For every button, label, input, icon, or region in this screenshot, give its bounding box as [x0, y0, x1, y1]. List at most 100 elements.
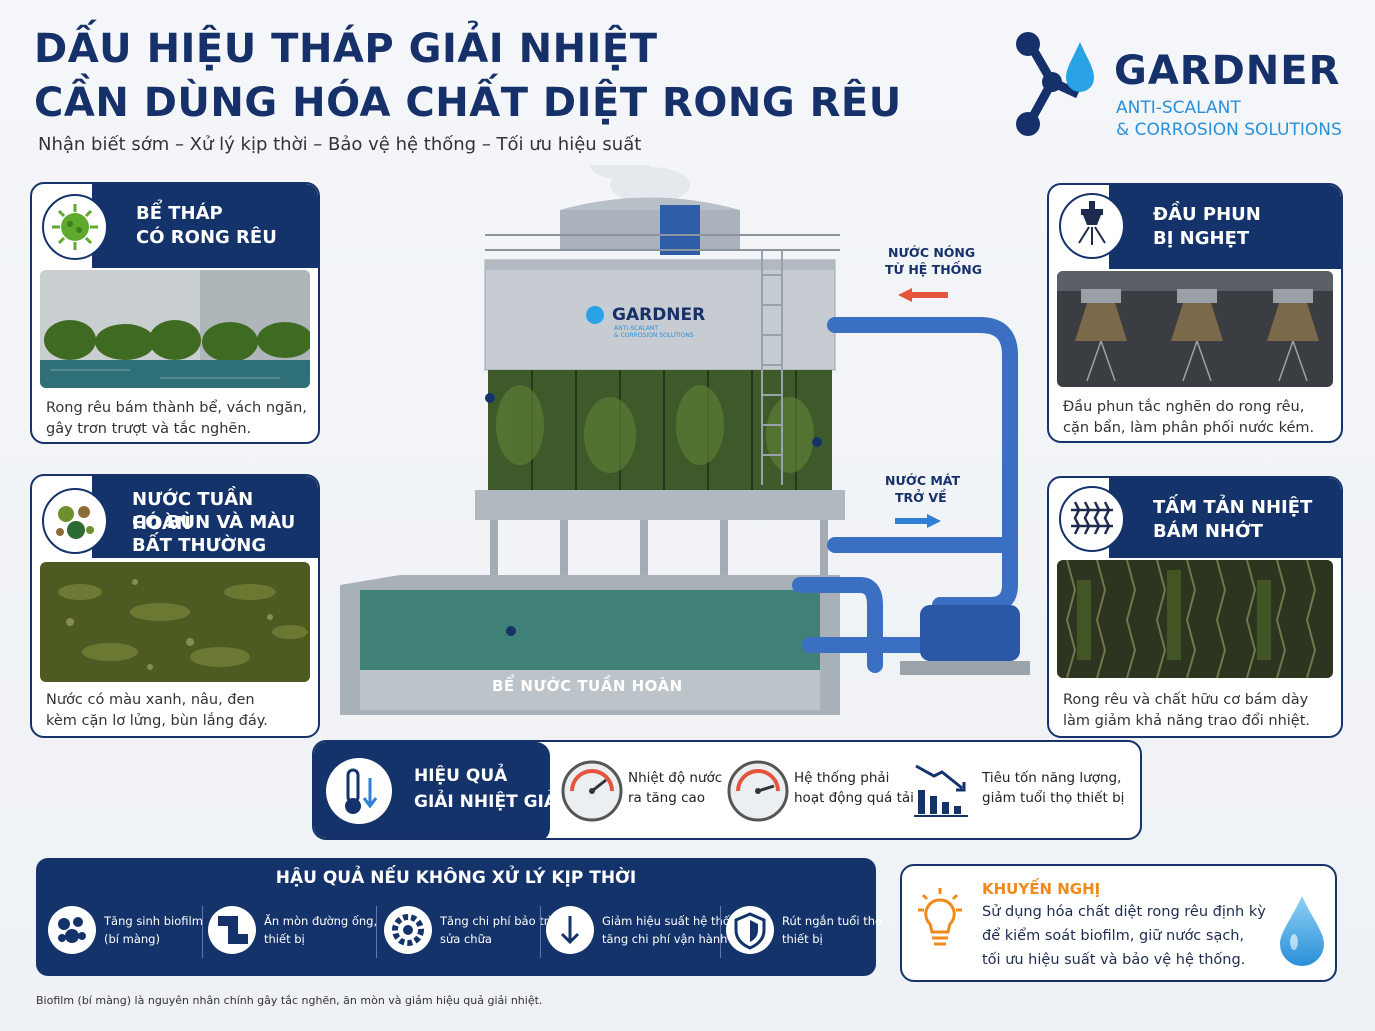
brand-name: GARDNER [1114, 48, 1341, 94]
recommendation-title: KHUYẾN NGHỊ [982, 880, 1101, 898]
card-title-line2: BÁM NHỚT [1153, 521, 1263, 542]
algae-tower-photo [40, 270, 310, 388]
effect-2-line2: hoạt động quá tải [794, 790, 914, 806]
consequence-2-line1: Ăn mòn đường ống, [264, 914, 378, 928]
effects-title-line2: GIẢI NHIỆT GIẢM [414, 792, 574, 812]
recommendation-line2: để kiểm soát biofilm, giữ nước sạch, [982, 928, 1245, 944]
card-title-line1: TẤM TẢN NHIỆT [1153, 497, 1313, 518]
gear-icon [384, 906, 432, 954]
sprinkler-icon [1059, 193, 1125, 259]
fill-pack-icon [1059, 486, 1125, 552]
card-text-line1: Nước có màu xanh, nâu, đen [46, 692, 255, 708]
consequence-3-line2: sửa chữa [440, 932, 492, 946]
consequence-5-line2: thiết bị [782, 932, 823, 946]
effects-header: HIỆU QUẢ GIẢI NHIỆT GIẢM [314, 742, 574, 838]
effect-3-line2: giảm tuổi thọ thiết bị [982, 790, 1125, 806]
effect-2-line1: Hệ thống phải [794, 770, 890, 786]
consequence-4-line1: Giảm hiệu suất hệ thống, [602, 914, 749, 928]
consequence-3-line1: Tăng chi phí bảo trì, [440, 914, 556, 928]
card-text-line1: Đầu phun tắc nghẽn do rong rêu, [1063, 399, 1305, 415]
card-header [1109, 185, 1341, 269]
card-text-line2: cặn bẩn, làm phân phối nước kém. [1063, 420, 1315, 436]
footnote: Biofilm (bí màng) là nguyên nhân chính g… [36, 994, 543, 1007]
molecule-drop-icon [1016, 32, 1094, 136]
muddy-water-photo [40, 562, 310, 682]
marker-basin [506, 626, 516, 636]
effect-1-line2: ra tăng cao [628, 790, 706, 806]
effects-title-line1: HIỆU QUẢ [414, 766, 508, 786]
cool-water-label-2: TRỞ VỀ [895, 490, 947, 505]
gauge-icon [726, 756, 790, 826]
divider [720, 906, 721, 958]
consequence-lifespan: Rút ngắn tuổi thọ thiết bị [726, 902, 882, 962]
particles-icon [42, 488, 108, 554]
divider [540, 906, 541, 958]
clogged-nozzle-photo [1057, 271, 1333, 387]
card-title-line3: BẤT THƯỜNG [132, 535, 267, 556]
consequence-5-line1: Rút ngắn tuổi thọ [782, 914, 883, 928]
card-text-line1: Rong rêu bám thành bể, vách ngăn, [46, 400, 307, 416]
card-title-line2: BỊ NGHẸT [1153, 228, 1250, 249]
microbe-icon [42, 194, 108, 260]
page-subtitle: Nhận biết sớm – Xử lý kịp thời – Bảo vệ … [38, 134, 642, 155]
card-text-line2: kèm cặn lơ lửng, bùn lắng đáy. [46, 713, 268, 729]
page-title-line2: CẦN DÙNG HÓA CHẤT DIỆT RONG RÊU [34, 80, 902, 126]
cooling-efficiency-panel: HIỆU QUẢ GIẢI NHIỆT GIẢM Nhiệt độ nước r… [312, 740, 1142, 840]
marker-pipe [812, 437, 822, 447]
card-fill-pack: TẤM TẢN NHIỆT BÁM NHỚT Rong rêu và chất … [1047, 476, 1343, 738]
consequence-1-line2: (bí màng) [104, 932, 160, 946]
divider [202, 906, 203, 958]
cool-water-label-1: NƯỚC MÁT [885, 473, 961, 488]
card-header [1109, 478, 1341, 558]
card-nozzle: ĐẦU PHUN BỊ NGHẸT Đầu phun tắc nghẽn do … [1047, 183, 1343, 443]
consequence-4-line2: tăng chi phí vận hành [602, 932, 728, 946]
consequences-title: HẬU QUẢ NẾU KHÔNG XỬ LÝ KỊP THỜI [275, 868, 637, 888]
card-title-line1: ĐẦU PHUN [1153, 204, 1261, 225]
pipe-icon [208, 906, 256, 954]
consequence-efficiency: Giảm hiệu suất hệ thống, tăng chi phí vậ… [546, 902, 748, 962]
card-circulating-water: NƯỚC TUẦN HOÀN CÓ BÙN VÀ MÀU BẤT THƯỜNG … [30, 474, 320, 738]
cool-water-arrow [895, 513, 941, 528]
cooling-tower-illustration: NƯỚC NÓNG TỪ HỆ THỐNG NƯỚC MÁT TRỞ VỀ GA… [320, 165, 1040, 725]
card-header [92, 476, 318, 558]
water-drop-icon [1274, 892, 1330, 968]
thermometer-icon [326, 758, 392, 824]
slimy-fill-photo [1057, 560, 1333, 678]
hot-water-label-1: NƯỚC NÓNG [888, 245, 976, 260]
biofilm-icon [48, 906, 96, 954]
lightbulb-icon [910, 886, 970, 956]
hot-water-arrow [898, 287, 948, 302]
brand-tagline-2: & CORROSION SOLUTIONS [1116, 120, 1342, 140]
consequence-maintenance: Tăng chi phí bảo trì, sửa chữa [384, 902, 555, 962]
consequence-2-line2: thiết bị [264, 932, 305, 946]
arrow-down-icon [546, 906, 594, 954]
marker-fill [485, 393, 495, 403]
card-title-line1: NƯỚC TUẦN HOÀN [132, 489, 254, 534]
tower-brand: GARDNER [612, 305, 706, 325]
card-title-line2: CÓ RONG RÊU [136, 227, 277, 248]
card-header [92, 184, 318, 268]
card-text-line2: gây trơn trượt và tắc nghẽn. [46, 421, 252, 437]
card-title-line1: BỂ THÁP [136, 203, 223, 224]
card-text-line1: Rong rêu và chất hữu cơ bám dày [1063, 692, 1309, 708]
page-title-line1: DẤU HIỆU THÁP GIẢI NHIỆT [34, 26, 658, 72]
effect-3-line1: Tiêu tốn năng lượng, [982, 770, 1122, 786]
consequence-biofilm: Tăng sinh biofilm (bí màng) [48, 902, 204, 962]
tower-brand-tag1: ANTI-SCALANT [614, 325, 659, 332]
recommendation-line1: Sử dụng hóa chất diệt rong rêu định kỳ [982, 904, 1266, 920]
card-text-line2: làm giảm khả năng trao đổi nhiệt. [1063, 713, 1311, 729]
recommendation-panel: KHUYẾN NGHỊ Sử dụng hóa chất diệt rong r… [900, 864, 1337, 982]
gauge-icon [560, 756, 624, 826]
brand-logo: GARDNER ANTI-SCALANT & CORROSION SOLUTIO… [1012, 30, 1352, 140]
brand-tagline-1: ANTI-SCALANT [1116, 98, 1241, 118]
recommendation-line3: tối ưu hiệu suất và bảo vệ hệ thống. [982, 952, 1246, 968]
shield-icon [726, 906, 774, 954]
divider [376, 906, 377, 958]
declining-chart-icon [912, 760, 970, 820]
card-algae-tower: BỂ THÁP CÓ RONG RÊU Rong rêu bám thành b… [30, 182, 320, 444]
card-title-line2: CÓ BÙN VÀ MÀU [132, 512, 296, 533]
consequence-corrosion: Ăn mòn đường ống, thiết bị [208, 902, 380, 962]
basin-label: BỂ NƯỚC TUẦN HOÀN [492, 677, 683, 695]
hot-water-label-2: TỪ HỆ THỐNG [885, 262, 983, 277]
tower-brand-tag2: & CORROSION SOLUTIONS [614, 332, 694, 339]
